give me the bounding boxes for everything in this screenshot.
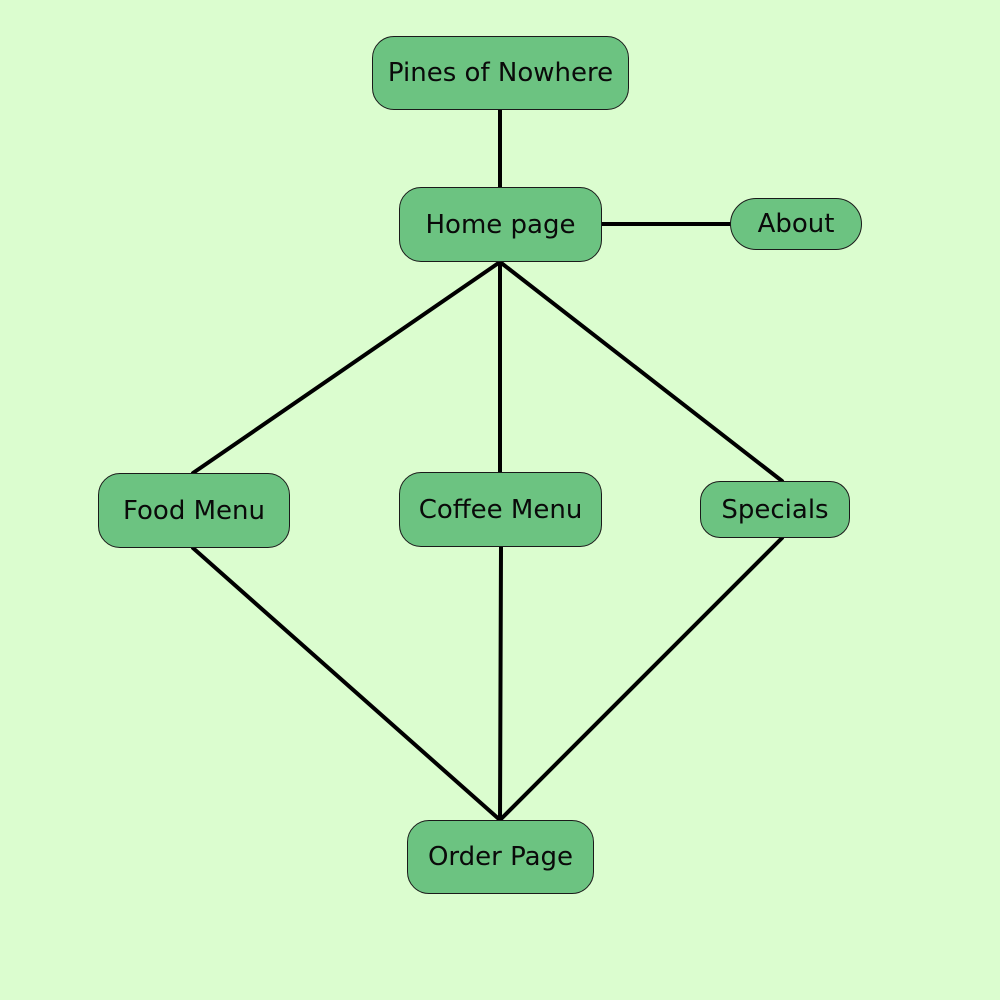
node-pines-of-nowhere[interactable]: Pines of Nowhere: [372, 36, 629, 110]
node-label: Order Page: [427, 842, 574, 872]
node-label: Food Menu: [123, 495, 265, 526]
edge-coffee-menu-to-order: [498, 545, 503, 822]
edge-specials-to-order: [498, 536, 784, 822]
node-label: Pines of Nowhere: [387, 58, 614, 88]
node-food-menu[interactable]: Food Menu: [98, 473, 290, 548]
node-label: Coffee Menu: [418, 494, 583, 525]
edge-home-to-specials: [498, 260, 784, 483]
node-coffee-menu[interactable]: Coffee Menu: [399, 472, 602, 547]
edge-home-to-food-menu: [191, 260, 502, 475]
node-label: Home page: [425, 209, 576, 240]
node-home-page[interactable]: Home page: [399, 187, 602, 262]
node-order-page[interactable]: Order Page: [407, 820, 594, 894]
node-specials[interactable]: Specials: [700, 481, 850, 538]
node-label: Specials: [721, 494, 829, 525]
node-label: About: [757, 209, 835, 239]
node-about[interactable]: About: [730, 198, 862, 250]
edge-food-menu-to-order: [191, 546, 502, 822]
